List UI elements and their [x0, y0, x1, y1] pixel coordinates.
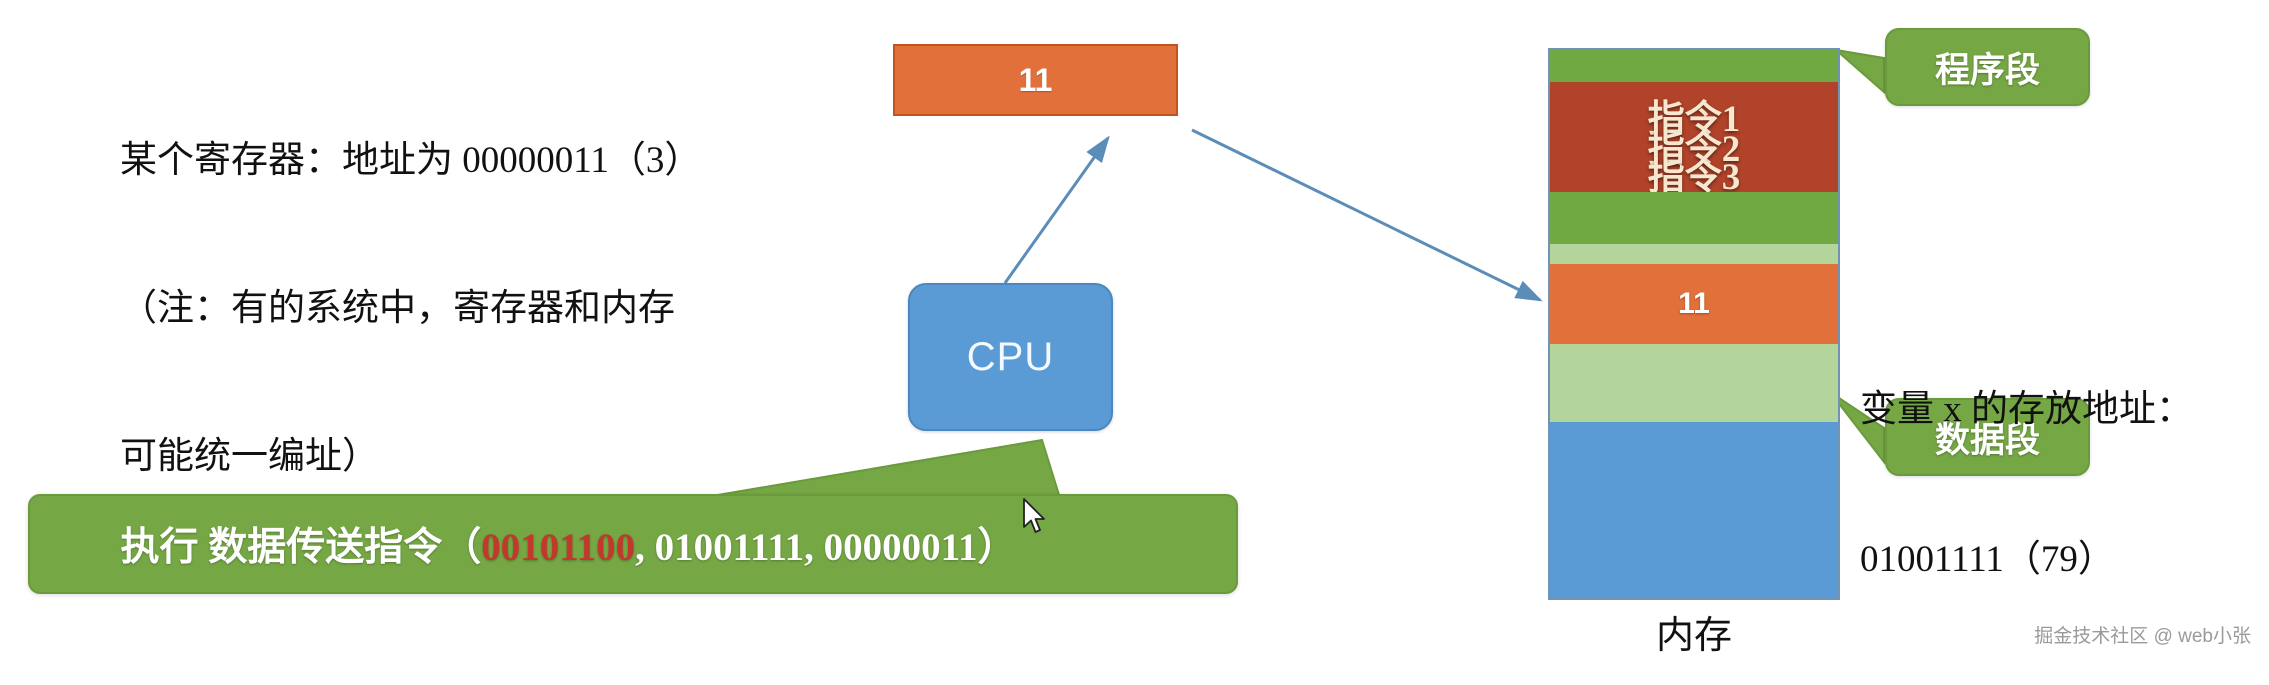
instruction-sep-2: , — [804, 526, 824, 569]
memory-band-program-mid-green — [1550, 192, 1838, 244]
note-line-1: 某个寄存器：地址为 00000011（3） — [120, 140, 702, 182]
arrow-register-to-memory — [1191, 128, 1543, 302]
instruction-operand-1: 01001111 — [654, 526, 805, 569]
instruction-sep-1: , — [635, 526, 655, 569]
watermark: 掘金技术社区 @ web小张 — [2034, 626, 2251, 647]
memory-instruction-label-1: 指令1 — [1647, 99, 1741, 140]
memory-instruction-label-3: 指令3 — [1647, 157, 1741, 192]
memory-instruction-label-2: 指令2 — [1647, 129, 1741, 170]
instruction-text: 执行 数据传送指令（00101100, 01001111, 00000011） — [62, 471, 1017, 617]
memory-band-program-top-green — [1550, 50, 1838, 82]
callout-tail-program — [1832, 48, 1885, 95]
memory-band-data-light-green — [1550, 344, 1838, 422]
register-box: 11 — [893, 44, 1178, 116]
note-line-3: 可能统一编址） — [120, 435, 379, 477]
memory-band-label-variable-x-cell: 11 — [1678, 287, 1710, 320]
register-value: 11 — [1018, 61, 1053, 98]
instruction-banner: 执行 数据传送指令（00101100, 01001111, 00000011） — [28, 494, 1238, 594]
instruction-opcode: 00101100 — [481, 526, 636, 569]
callout-program-label: 程序段 — [1934, 50, 2040, 90]
note-line-2: （注：有的系统中，寄存器和内存 — [120, 288, 675, 330]
cpu-label: CPU — [966, 334, 1055, 379]
variable-note-line-1: 变量 x 的存放地址： — [1860, 388, 2193, 430]
mouse-cursor-icon — [1023, 498, 1045, 533]
memory-band-divider-light-green — [1550, 244, 1838, 264]
memory-band-free-blue — [1550, 422, 1838, 598]
instruction-prefix: 执行 数据传送指令（ — [120, 526, 482, 569]
variable-address-note: 变量 x 的存放地址： 01001111（79） — [1860, 285, 2193, 685]
cpu-box: CPU — [908, 283, 1113, 431]
callout-data-segment: 数据段 — [1885, 398, 2090, 476]
register-note-text: 某个寄存器：地址为 00000011（3） （注：有的系统中，寄存器和内存 可能… — [120, 38, 701, 579]
callout-program-segment: 程序段 — [1885, 28, 2090, 106]
diagram-canvas: 某个寄存器：地址为 00000011（3） （注：有的系统中，寄存器和内存 可能… — [28, 28, 2251, 657]
memory-band-variable-x-cell: 11 — [1550, 264, 1838, 344]
variable-note-line-2: 01001111（79） — [1860, 538, 2115, 580]
callout-data-label: 数据段 — [1934, 420, 2040, 460]
memory-caption: 内存 — [1655, 615, 1732, 657]
instruction-operand-2: 00000011 — [823, 526, 978, 569]
arrow-cpu-to-register — [1003, 135, 1110, 284]
instruction-suffix: ） — [977, 526, 1017, 569]
